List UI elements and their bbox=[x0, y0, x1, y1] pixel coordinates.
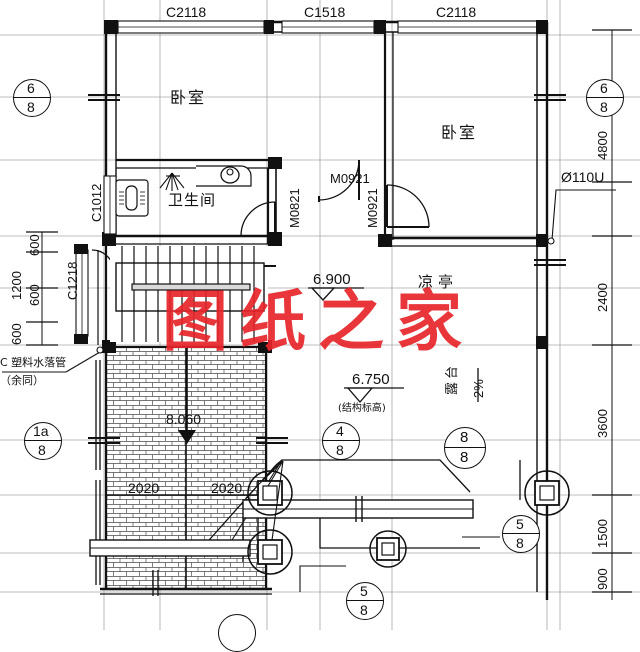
plan-vector-canvas bbox=[0, 0, 640, 630]
room-label-bathroom: 卫生间 bbox=[168, 191, 217, 209]
bubble-bottom-text: 8 bbox=[38, 442, 46, 458]
bubble-top-text: 6 bbox=[600, 80, 608, 96]
detail-bubble-bottom-partial bbox=[218, 614, 256, 652]
bubble-bottom-text: 8 bbox=[360, 602, 368, 618]
pipe-tag-d110u: Ø110U bbox=[561, 169, 605, 185]
room-label-pavilion: 凉亭 bbox=[418, 273, 459, 291]
bubble-top-text: 6 bbox=[27, 80, 35, 96]
elevation-8060: 8.060 bbox=[166, 411, 202, 427]
dimension-left-600-upper: 600 bbox=[27, 284, 42, 306]
dimension-left-600-top: 600 bbox=[27, 234, 42, 256]
detail-bubble-4-8: 4 8 bbox=[322, 422, 360, 460]
detail-bubble-8-8: 8 8 bbox=[444, 427, 486, 469]
roof-tile-area bbox=[95, 345, 272, 596]
door-tag-m0921-b: M0921 bbox=[365, 188, 380, 228]
leader-lines bbox=[2, 189, 616, 592]
door-tag-m0821: M0821 bbox=[287, 188, 302, 228]
bubble-bottom-text: 8 bbox=[336, 442, 344, 458]
window-tag-c1218: C1218 bbox=[65, 261, 80, 300]
slope-label-2pct: 2% bbox=[471, 379, 486, 398]
elevation-symbols bbox=[308, 287, 479, 403]
dimension-left-1200: 1200 bbox=[9, 271, 24, 300]
window-openings-top bbox=[117, 20, 539, 34]
window-tag-c1518: C1518 bbox=[304, 4, 346, 20]
dimension-right-900: 900 bbox=[595, 568, 610, 590]
dimension-left-600-bottom: 600 bbox=[9, 323, 24, 345]
window-tag-c1012: C1012 bbox=[89, 183, 104, 222]
dimension-lines bbox=[26, 29, 632, 600]
window-tag-c2118-right: C2118 bbox=[436, 4, 477, 20]
bubble-top-text: 8 bbox=[460, 429, 469, 446]
dimension-right-3600: 3600 bbox=[595, 409, 610, 438]
bubble-top-text: 4 bbox=[336, 423, 344, 439]
bubble-bottom-text: 8 bbox=[27, 99, 35, 115]
door-tag-m0921-a: M0921 bbox=[330, 171, 370, 186]
staircase bbox=[110, 246, 276, 342]
room-label-bedroom-1: 卧室 bbox=[170, 88, 207, 107]
span-label-left: 2020 bbox=[128, 480, 160, 496]
detail-bubble-6-8-left: 6 8 bbox=[13, 79, 51, 117]
detail-bubble-1a-8: 1a 8 bbox=[24, 422, 62, 460]
watermark-text: 图纸之家 bbox=[162, 283, 474, 360]
dimension-right-4800: 4800 bbox=[595, 131, 610, 160]
bathroom-fixtures bbox=[115, 165, 252, 217]
bubble-top-text: 1a bbox=[33, 423, 49, 439]
dimension-right-1500: 1500 bbox=[595, 519, 610, 548]
axis-tick-marks bbox=[88, 94, 566, 444]
elevation-6750-note: (结构标高) bbox=[338, 403, 386, 414]
detail-bubble-6-8-right: 6 8 bbox=[586, 79, 624, 117]
downspout-note-line2: （余同） bbox=[0, 374, 44, 387]
window-tag-c2118-left: C2118 bbox=[166, 4, 207, 20]
bubble-bottom-text: 8 bbox=[600, 99, 608, 115]
detail-bubble-5-8-bottom: 5 8 bbox=[346, 582, 384, 620]
bubble-top-text: 5 bbox=[360, 583, 368, 599]
room-label-terrace: 露台 bbox=[445, 362, 460, 395]
elevation-6900: 6.900 bbox=[313, 271, 351, 288]
column-blocks bbox=[102, 20, 548, 353]
span-label-right: 2020 bbox=[211, 480, 243, 496]
downspout-note-line1: C 塑料水落管 bbox=[0, 356, 67, 369]
bubble-bottom-text: 8 bbox=[460, 449, 469, 466]
door-swings bbox=[91, 159, 430, 273]
terrace-structure bbox=[89, 459, 521, 562]
bubble-top-text: 5 bbox=[516, 516, 524, 532]
bubble-bottom-text: 8 bbox=[516, 535, 524, 551]
room-label-bedroom-2: 卧室 bbox=[441, 123, 478, 142]
detail-bubble-5-8-right: 5 8 bbox=[502, 515, 540, 553]
elevation-6750: 6.750 bbox=[352, 371, 390, 388]
dimension-right-2400: 2400 bbox=[595, 283, 610, 312]
